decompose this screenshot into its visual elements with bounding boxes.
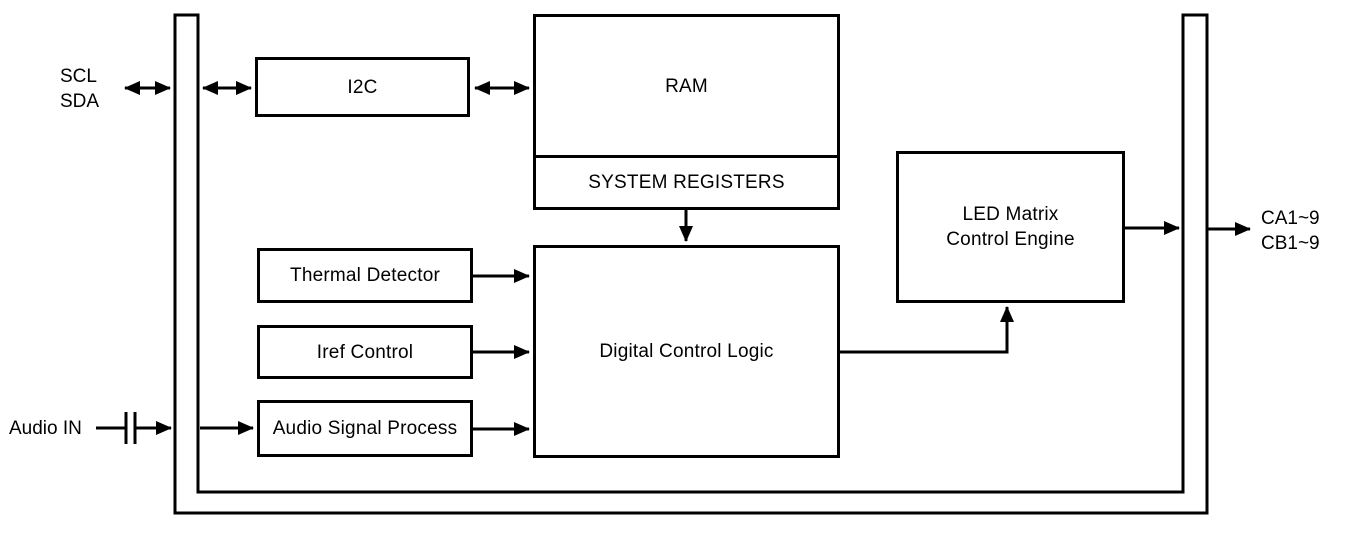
block-iref-control: Iref Control: [257, 325, 473, 379]
block-digital-control-logic-label: Digital Control Logic: [599, 341, 774, 362]
pin-label-scl: SCL: [60, 66, 97, 87]
pin-label-sda: SDA: [60, 91, 100, 112]
block-led-matrix-label-line2: Control Engine: [946, 229, 1075, 250]
block-system-registers: SYSTEM REGISTERS: [533, 155, 840, 210]
block-audio-signal-process-label: Audio Signal Process: [272, 418, 458, 439]
pin-label-ca-out: CA1~9: [1261, 208, 1320, 229]
capacitor-icon: [124, 412, 137, 444]
block-thermal-detector-label: Thermal Detector: [290, 265, 440, 286]
block-audio-signal-process: Audio Signal Process: [257, 400, 473, 457]
block-led-matrix-control-engine: LED Matrix Control Engine: [896, 151, 1125, 303]
block-ram-label: RAM: [665, 75, 708, 97]
block-i2c: I2C: [255, 57, 470, 117]
wire-dcl-to-led: [840, 306, 1014, 354]
pad-ring-outline: [173, 13, 1209, 515]
block-i2c-label: I2C: [347, 76, 378, 98]
block-digital-control-logic: Digital Control Logic: [533, 245, 840, 458]
block-ram: RAM: [533, 14, 840, 158]
block-led-matrix-label-line1: LED Matrix: [962, 204, 1059, 225]
pin-label-audio-in: Audio IN: [9, 418, 82, 439]
block-iref-control-label: Iref Control: [316, 341, 414, 363]
pin-label-cb-out: CB1~9: [1261, 233, 1320, 254]
block-thermal-detector: Thermal Detector: [257, 248, 473, 303]
block-system-registers-label: SYSTEM REGISTERS: [588, 172, 785, 193]
